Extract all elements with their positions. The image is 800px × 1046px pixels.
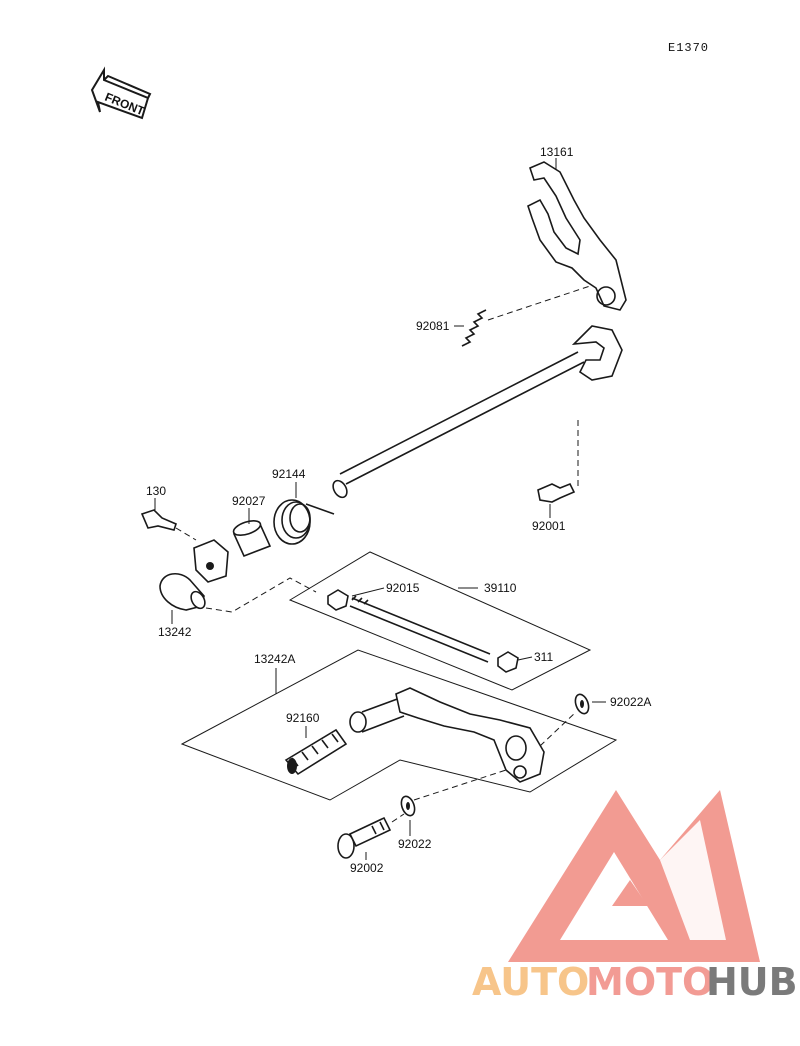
shift-lever-joint-part bbox=[159, 539, 317, 613]
part-label-92027: 92027 bbox=[232, 494, 266, 524]
svg-text:92022: 92022 bbox=[398, 837, 432, 851]
svg-text:92027: 92027 bbox=[232, 494, 266, 508]
svg-text:13242A: 13242A bbox=[254, 652, 295, 666]
shift-shaft-part bbox=[332, 325, 623, 499]
part-label-13242A: 13242A bbox=[254, 652, 295, 694]
svg-text:92144: 92144 bbox=[272, 467, 306, 481]
part-label-92022A: 92022A bbox=[592, 695, 651, 709]
diagram-code: E1370 bbox=[668, 41, 709, 55]
part-label-92144: 92144 bbox=[272, 467, 306, 498]
svg-text:MOTO: MOTO bbox=[586, 960, 714, 1004]
part-label-130: 130 bbox=[146, 484, 166, 510]
part-label-92160: 92160 bbox=[286, 711, 320, 738]
collar-part bbox=[232, 520, 272, 558]
part-label-92001: 92001 bbox=[532, 504, 566, 533]
watermark-logo bbox=[508, 790, 760, 962]
svg-text:92160: 92160 bbox=[286, 711, 320, 725]
svg-text:13161: 13161 bbox=[540, 145, 574, 159]
front-arrow-icon: FRONT bbox=[90, 66, 152, 120]
part-label-92015: 92015 bbox=[351, 581, 420, 597]
pedal-lever-part bbox=[349, 687, 545, 783]
svg-text:311: 311 bbox=[534, 650, 553, 664]
svg-text:92022A: 92022A bbox=[610, 695, 651, 709]
tie-rod-part bbox=[327, 589, 519, 673]
shift-arm-part bbox=[527, 161, 627, 311]
svg-text:39110: 39110 bbox=[484, 581, 517, 595]
watermark-text: AUTO MOTO HUB bbox=[472, 960, 798, 1004]
part-label-92022: 92022 bbox=[398, 820, 432, 851]
washer-92022A-part bbox=[539, 693, 590, 747]
part-label-39110: 39110 bbox=[458, 581, 517, 595]
svg-text:92002: 92002 bbox=[350, 861, 384, 875]
bolt-130-part bbox=[140, 509, 197, 541]
pedal-assembly-box bbox=[180, 649, 618, 801]
svg-text:13242: 13242 bbox=[158, 625, 192, 639]
part-label-13242: 13242 bbox=[158, 610, 192, 639]
return-spring-part bbox=[461, 285, 591, 347]
part-label-92081: 92081 bbox=[416, 319, 464, 333]
part-label-92002: 92002 bbox=[350, 852, 384, 875]
svg-text:92015: 92015 bbox=[386, 581, 420, 595]
bolt-92001-part bbox=[537, 420, 579, 503]
svg-text:92081: 92081 bbox=[416, 319, 450, 333]
torsion-spring-part bbox=[273, 499, 335, 545]
part-label-13161: 13161 bbox=[540, 145, 574, 170]
svg-text:130: 130 bbox=[146, 484, 166, 498]
part-label-311: 311 bbox=[517, 650, 553, 664]
pedal-rubber-part bbox=[284, 728, 348, 776]
tie-rod-assembly-box bbox=[288, 551, 592, 691]
svg-text:92001: 92001 bbox=[532, 519, 566, 533]
svg-text:AUTO: AUTO bbox=[472, 960, 589, 1004]
svg-text:HUB: HUB bbox=[706, 960, 798, 1004]
washer-92022-part bbox=[400, 769, 507, 817]
bolt-92002-part bbox=[337, 813, 405, 859]
